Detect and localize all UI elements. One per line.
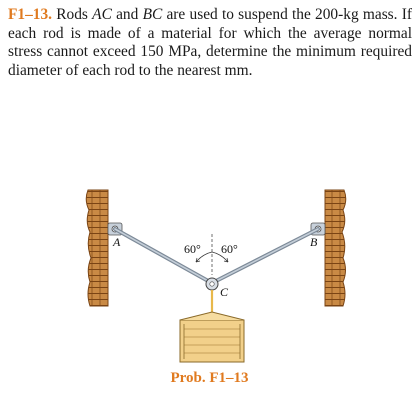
problem-number: F1–13. xyxy=(8,6,53,23)
angle-label-left: 60° xyxy=(184,242,201,256)
angle-label-right: 60° xyxy=(221,242,238,256)
ring-c xyxy=(205,277,219,291)
right-wall xyxy=(324,189,347,307)
problem-text-3: are used to suspend the 200-kg mass. If … xyxy=(8,6,413,79)
angle-arc-left xyxy=(195,251,213,263)
angle-arc-right xyxy=(211,251,229,263)
left-wall xyxy=(85,189,109,307)
problem-text-2: and xyxy=(111,6,143,23)
rod-bc-label: BC xyxy=(142,6,163,23)
problem-statement: F1–13. Rods AC and BC are used to suspen… xyxy=(8,6,412,80)
label-c: C xyxy=(220,285,229,299)
figure-caption: Prob. F1–13 xyxy=(170,370,249,386)
label-a: A xyxy=(112,235,121,249)
rod-ac-label: AC xyxy=(92,6,112,23)
label-b: B xyxy=(310,235,318,249)
crate-200kg xyxy=(179,311,245,363)
problem-text-1: Rods xyxy=(52,6,93,23)
